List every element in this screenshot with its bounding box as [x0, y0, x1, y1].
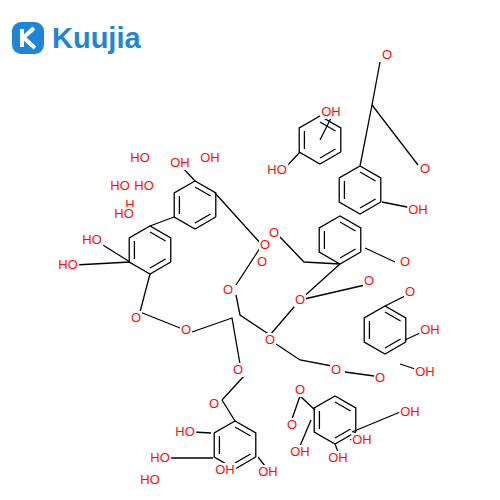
- atom-label: O: [381, 48, 393, 62]
- ring: [174, 181, 216, 229]
- bond: [192, 318, 240, 364]
- ring: [364, 306, 406, 354]
- atom-label: O: [286, 418, 298, 432]
- bond: [360, 62, 380, 166]
- double-bond: [344, 181, 345, 199]
- double-bond: [385, 339, 401, 348]
- bond: [222, 376, 244, 400]
- bond: [300, 285, 365, 300]
- atom-label: HO: [133, 179, 155, 193]
- atom-label: HO: [139, 473, 161, 487]
- double-bond: [360, 199, 376, 208]
- atom-label: OH: [419, 323, 441, 337]
- double-bond: [360, 172, 376, 181]
- ring: [299, 116, 341, 164]
- atom-label: O: [374, 371, 386, 385]
- atom-label: OH: [399, 405, 421, 419]
- bond-lines: [75, 62, 422, 469]
- double-bond: [235, 427, 251, 436]
- atom-label: HO: [266, 163, 288, 177]
- double-bond: [150, 232, 166, 241]
- atom-label: OH: [214, 463, 236, 477]
- atom-label: OH: [327, 451, 349, 465]
- atom-label: OH: [199, 151, 221, 165]
- bond: [320, 118, 331, 140]
- bond: [345, 372, 374, 376]
- bond: [276, 344, 332, 366]
- double-bond: [195, 187, 211, 196]
- double-bond: [195, 214, 211, 223]
- atom-label: O: [130, 311, 142, 325]
- double-bond: [150, 259, 166, 268]
- double-bond: [340, 249, 356, 258]
- bond: [292, 396, 315, 419]
- atom-label: O: [232, 363, 244, 377]
- bond: [98, 242, 130, 262]
- atom-label: O: [294, 293, 306, 307]
- double-bond: [324, 231, 325, 249]
- bond: [140, 312, 180, 328]
- atom-label: OH: [351, 433, 373, 447]
- double-bond: [335, 402, 351, 411]
- bond: [222, 400, 235, 421]
- atom-label: HO: [174, 425, 196, 439]
- double-bond: [320, 149, 336, 158]
- atom-label: O: [399, 255, 411, 269]
- bond: [365, 248, 395, 262]
- atom-label: HO: [57, 258, 79, 272]
- bond: [140, 274, 150, 312]
- atom-label: HO: [81, 233, 103, 247]
- bond: [215, 193, 262, 245]
- bond: [300, 420, 311, 446]
- atom-label: O: [256, 255, 268, 269]
- atom-label: O: [363, 274, 375, 288]
- ring: [129, 226, 171, 274]
- double-bond: [134, 241, 135, 259]
- bond: [385, 296, 405, 306]
- atom-label: HO: [113, 207, 135, 221]
- atom-label: O: [180, 323, 192, 337]
- double-bond: [304, 131, 305, 149]
- atom-label: O: [264, 333, 276, 347]
- atom-label: O: [222, 283, 234, 297]
- atom-label: OH: [407, 203, 429, 217]
- atom-label: O: [294, 383, 306, 397]
- bond: [352, 410, 405, 432]
- ring: [339, 166, 381, 214]
- atom-label: HO: [129, 151, 151, 165]
- ring: [319, 216, 361, 264]
- double-bond: [235, 454, 251, 463]
- atom-label: O: [259, 238, 271, 252]
- double-bond: [385, 312, 401, 321]
- bond: [150, 217, 174, 226]
- atom-label: OH: [414, 365, 436, 379]
- double-bond: [340, 222, 356, 231]
- atom-label: O: [419, 162, 431, 176]
- atom-label: HO: [109, 179, 131, 193]
- bond: [372, 105, 418, 165]
- bond: [170, 457, 213, 458]
- bond: [280, 237, 340, 264]
- logo-icon: [12, 22, 44, 54]
- double-bond: [369, 321, 370, 339]
- logo-text: Kuujia: [52, 22, 141, 54]
- bond: [236, 295, 270, 335]
- double-bond: [219, 436, 220, 454]
- atom-label: HO: [149, 451, 171, 465]
- bond: [75, 262, 130, 265]
- atom-label: O: [208, 397, 220, 411]
- atom-label: OH: [320, 105, 342, 119]
- atom-label: OH: [257, 465, 279, 479]
- ring: [214, 421, 256, 469]
- atom-label: O: [404, 285, 416, 299]
- atom-label: OH: [289, 445, 311, 459]
- ring: [314, 396, 356, 444]
- double-bond: [319, 411, 320, 429]
- double-bond: [335, 429, 351, 438]
- atom-label: O: [330, 363, 342, 377]
- double-bond: [179, 196, 180, 214]
- atom-label: OH: [169, 156, 191, 170]
